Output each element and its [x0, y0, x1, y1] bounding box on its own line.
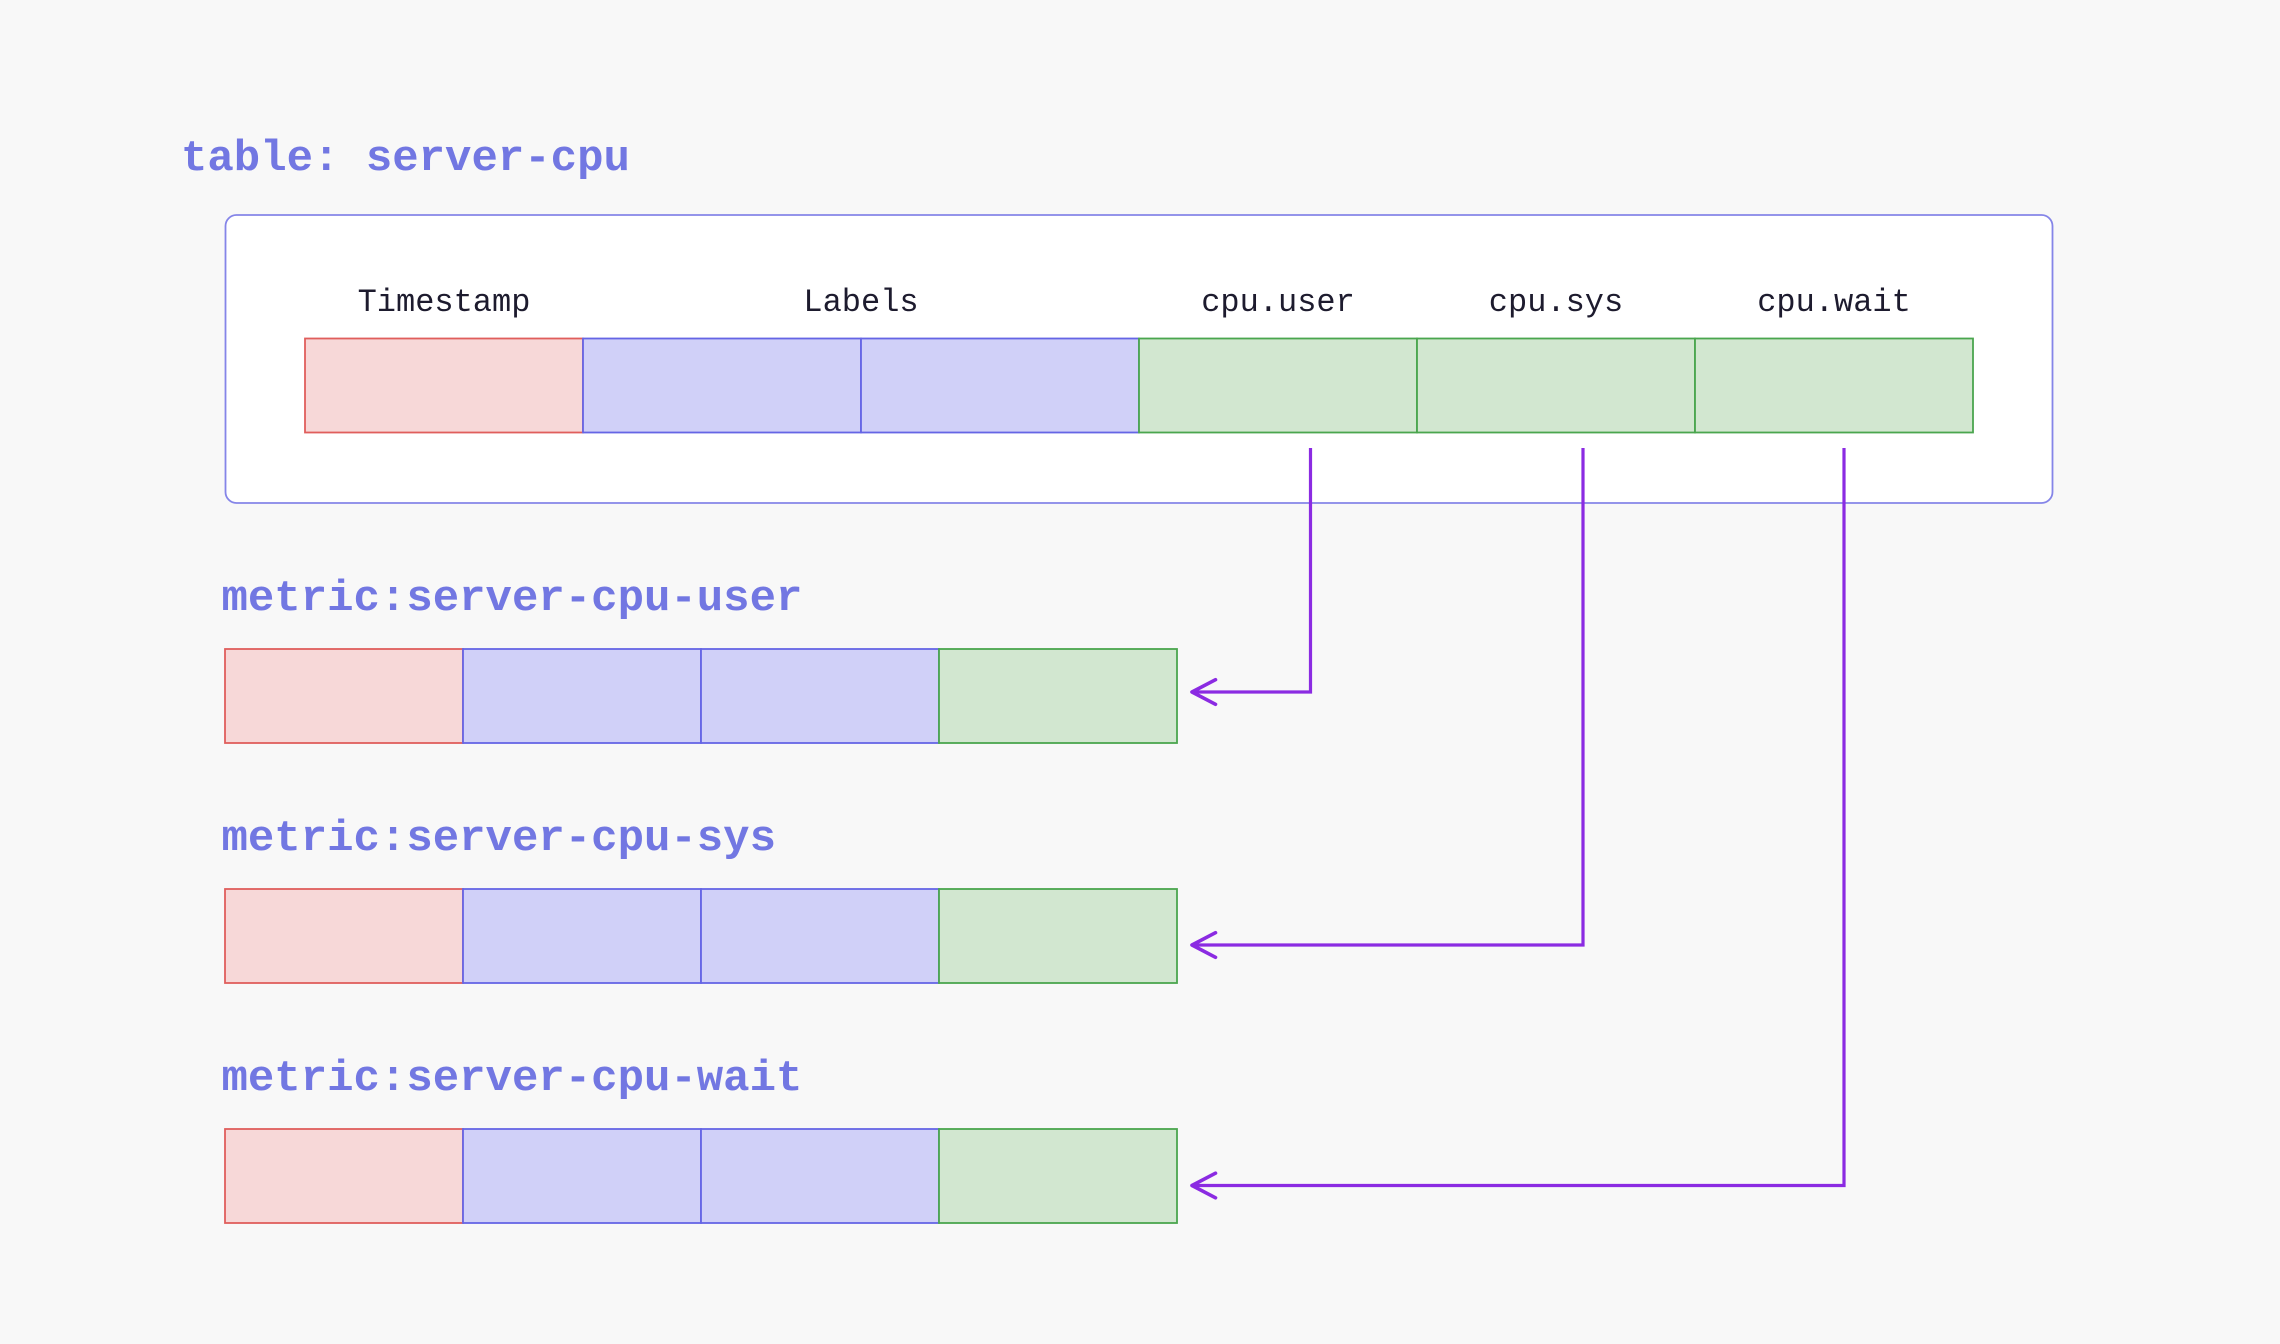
svg-text:cpu.sys: cpu.sys — [1489, 284, 1623, 321]
svg-text:metric:server-cpu-wait: metric:server-cpu-wait — [222, 1054, 803, 1104]
svg-text:cpu.user: cpu.user — [1201, 284, 1355, 321]
svg-text:Labels: Labels — [803, 284, 918, 321]
svg-text:table: server-cpu: table: server-cpu — [181, 134, 630, 184]
svg-text:metric:server-cpu-user: metric:server-cpu-user — [222, 574, 803, 624]
svg-text:metric:server-cpu-sys: metric:server-cpu-sys — [222, 814, 777, 864]
svg-text:cpu.wait: cpu.wait — [1757, 284, 1911, 321]
svg-text:Timestamp: Timestamp — [358, 284, 531, 321]
